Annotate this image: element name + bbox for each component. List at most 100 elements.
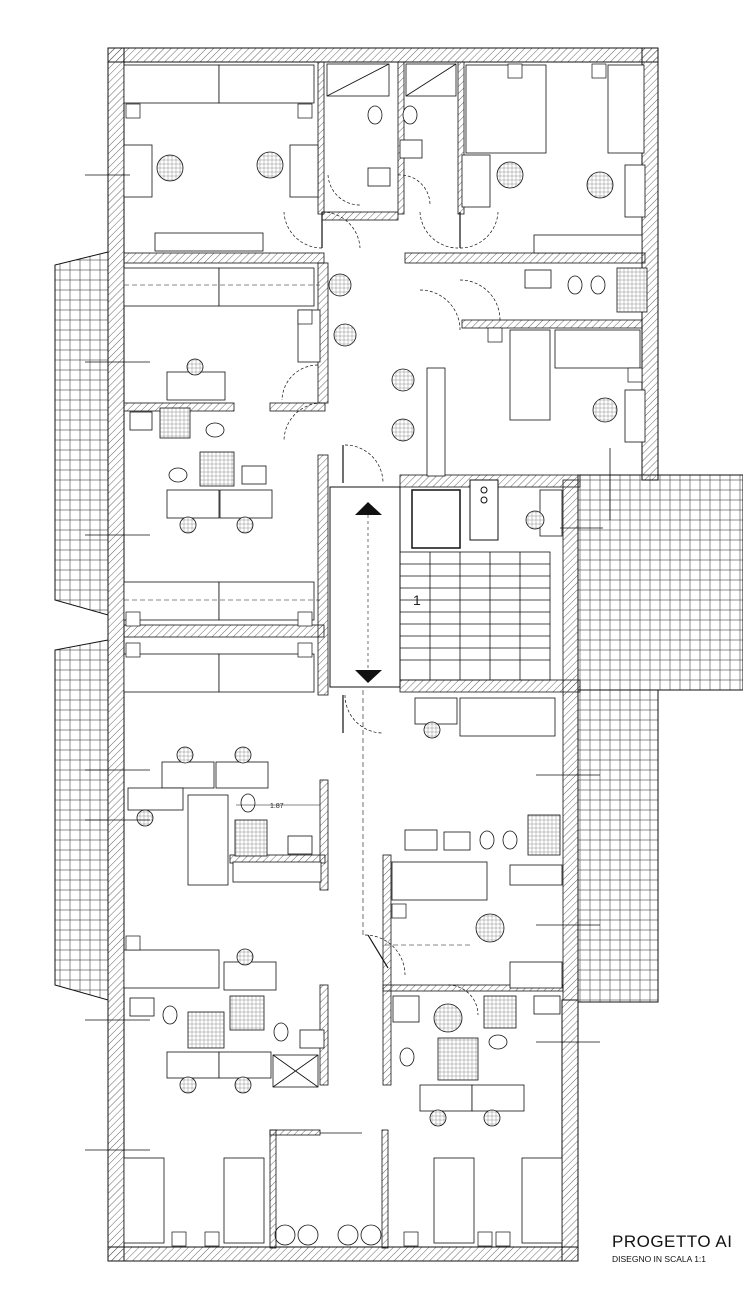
chair-icon: [236, 516, 254, 534]
bed: [433, 1157, 475, 1244]
chair-icon: [179, 1076, 197, 1094]
shower-tray: [229, 995, 265, 1031]
chair-icon: [423, 721, 441, 739]
wheelchair-icon: [475, 913, 505, 943]
arrow-up-icon: [355, 502, 382, 515]
stair-core: 1: [329, 479, 551, 688]
desks: [123, 144, 646, 1112]
sink-icon: [399, 139, 423, 159]
stair-well: [329, 486, 401, 688]
desk: [419, 1084, 473, 1112]
shower-tray: [187, 1011, 225, 1049]
wall-right-upper: [641, 47, 659, 481]
toilet-icon: [402, 105, 418, 125]
shower-tray: [199, 451, 235, 487]
sink-icon: [241, 465, 267, 485]
chair-icon: [429, 1109, 447, 1127]
bed: [218, 653, 315, 693]
bed: [123, 949, 220, 989]
dimension-label: 1.87: [270, 803, 284, 810]
desk: [166, 371, 226, 401]
door-swing: [321, 211, 361, 249]
toilet-icon: [168, 467, 188, 483]
desk: [509, 961, 563, 989]
wheelchair-icon: [433, 1003, 463, 1033]
armchair-icon: [496, 161, 524, 189]
sink-icon: [367, 167, 391, 187]
door-swing: [397, 174, 431, 206]
door-swing: [283, 402, 323, 442]
shower-tray: [159, 407, 191, 439]
wall-left: [107, 47, 125, 1262]
sink-icon: [533, 995, 561, 1015]
balcony-left-upper: [54, 251, 109, 616]
shower-tray: [234, 819, 268, 857]
toilet-icon: [590, 275, 606, 295]
stair-number: 1: [413, 592, 421, 608]
door-swing: [327, 174, 361, 206]
sink-icon: [129, 997, 155, 1017]
toilet-icon: [162, 1005, 178, 1025]
sink-icon: [443, 831, 471, 851]
washing-machine-icon: [360, 1224, 382, 1246]
shower-tray: [483, 995, 517, 1029]
bed: [123, 653, 220, 693]
sink-icon: [392, 995, 420, 1023]
door-swing: [459, 211, 499, 249]
outer-walls: [107, 47, 659, 1262]
bed: [465, 64, 547, 154]
toilet-icon: [205, 422, 225, 438]
armchair-icon: [333, 323, 357, 347]
toilet-icon: [240, 793, 256, 813]
wardrobe: [232, 861, 322, 883]
bed: [123, 1157, 165, 1244]
toilet-icon: [367, 105, 383, 125]
armchair-icon: [391, 418, 415, 442]
toilet-icon: [273, 1022, 289, 1042]
desk: [461, 154, 491, 208]
corridor-partition: [269, 1129, 277, 1249]
toilet-icon: [567, 275, 583, 295]
armchair-icon: [391, 368, 415, 392]
shower-tray: [616, 267, 648, 313]
door-swing: [447, 984, 479, 1016]
chair-icon: [186, 358, 204, 376]
toilet-icon: [399, 1047, 415, 1067]
nightstands: [125, 63, 643, 1247]
desk: [624, 389, 646, 443]
armchair-icon: [156, 154, 184, 182]
door-swing: [281, 364, 319, 401]
reference-lines: [85, 174, 611, 1151]
wall-top: [107, 47, 659, 63]
desk: [127, 787, 184, 811]
desk: [539, 489, 563, 537]
laundry: [269, 1129, 389, 1249]
arrow-down-icon: [355, 670, 382, 683]
bed: [459, 697, 556, 737]
toilet-icon: [502, 830, 518, 850]
door-leaves: [321, 212, 461, 969]
armchairs: [136, 151, 618, 1127]
title-block: PROGETTO AI DISEGNO IN SCALA 1:1: [612, 1232, 732, 1264]
armchair-icon: [328, 273, 352, 297]
wall-right-lower: [561, 999, 579, 1262]
door-swing: [344, 694, 384, 734]
desk: [161, 761, 215, 789]
doors: [281, 174, 501, 1016]
sink-icon: [524, 269, 552, 289]
bed: [223, 1157, 265, 1244]
wardrobe: [509, 864, 563, 886]
toilet-icon: [479, 830, 495, 850]
sink-icon: [299, 1029, 325, 1049]
bed: [391, 861, 488, 901]
washing-machine-icon: [274, 1224, 296, 1246]
door-swing: [344, 444, 384, 484]
wardrobes: [154, 232, 643, 1088]
chair-icon: [136, 809, 154, 827]
armchair-icon: [592, 397, 618, 423]
door-swing: [419, 289, 461, 331]
elevator-shaft: [411, 489, 461, 549]
wall-bottom: [107, 1246, 579, 1262]
balcony-right-upper: [577, 474, 743, 691]
